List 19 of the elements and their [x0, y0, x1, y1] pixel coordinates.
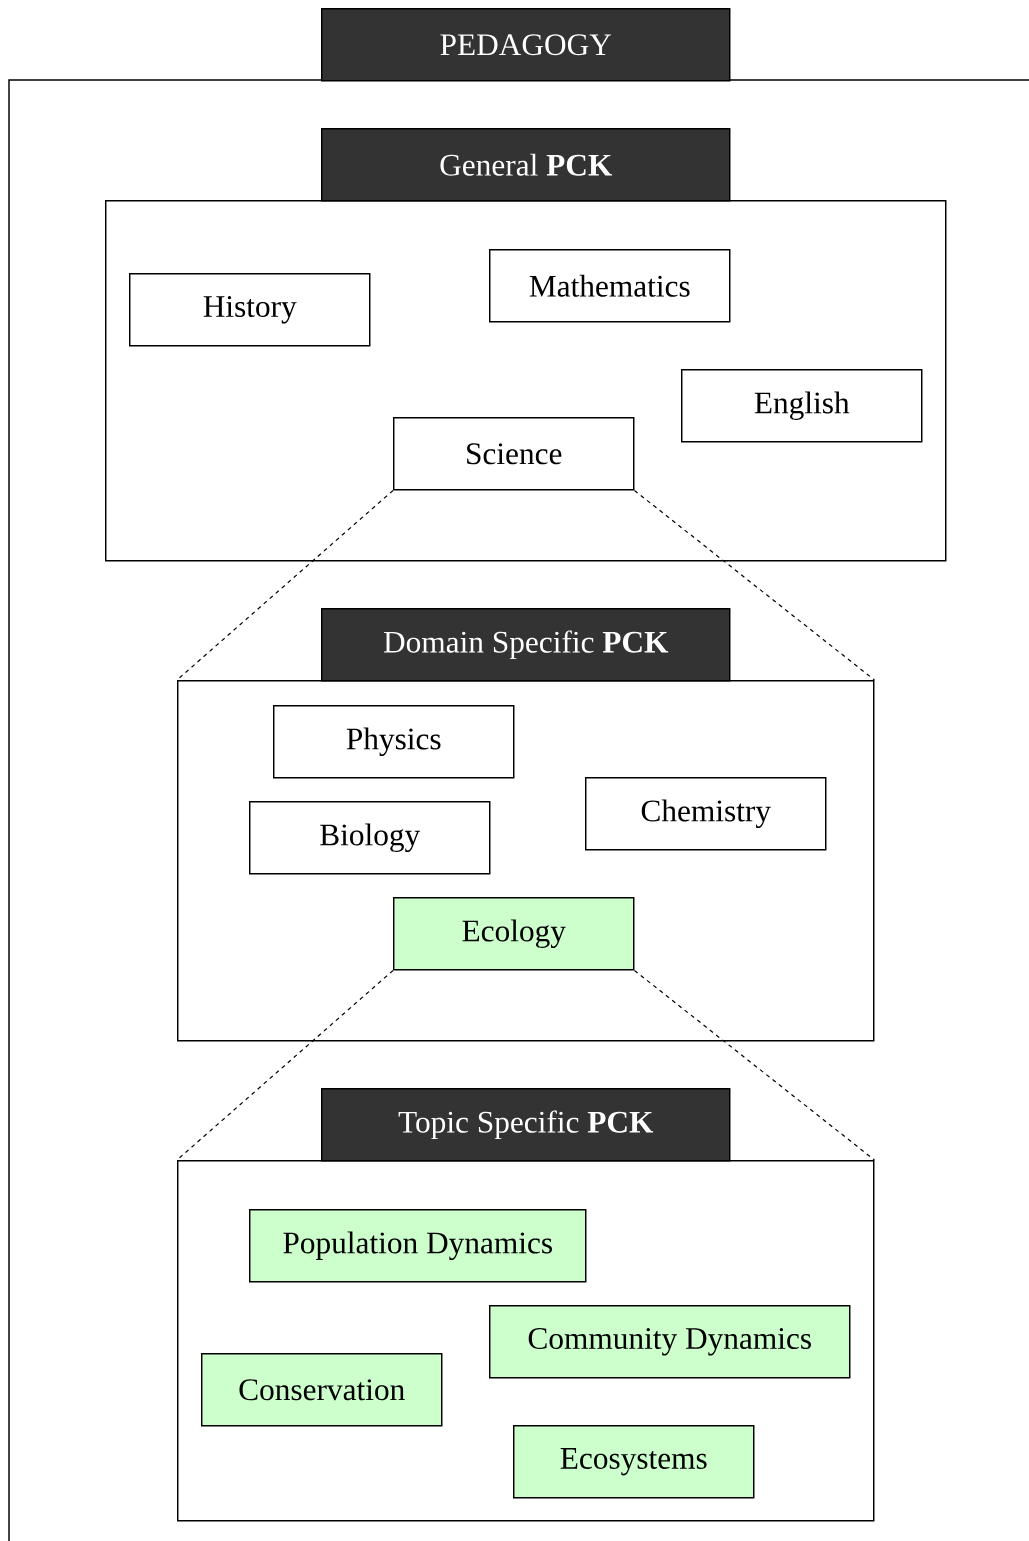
- dashed-connector: [176, 489, 394, 681]
- node-label: Domain Specific PCK: [383, 630, 669, 660]
- topic-box: English: [681, 369, 923, 443]
- topic-box: Conservation: [201, 1353, 443, 1427]
- topic-box: Community Dynamics: [489, 1305, 851, 1379]
- dashed-connector: [633, 969, 876, 1161]
- topic-box: Science: [393, 417, 635, 491]
- topic-box: Mathematics: [489, 249, 731, 323]
- topic-box: History: [129, 273, 371, 347]
- node-label: Topic Specific PCK: [398, 1110, 654, 1140]
- node-label: General PCK: [440, 153, 613, 176]
- topic-box: Biology: [249, 801, 491, 875]
- dashed-connector: [176, 969, 394, 1161]
- topic-box: Chemistry: [585, 777, 827, 851]
- topic-box: Ecology: [393, 897, 635, 971]
- topic-box: Physics: [273, 705, 515, 779]
- dashed-connector: [633, 489, 876, 681]
- topic-box: Ecosystems: [513, 1425, 755, 1499]
- topic-box: Population Dynamics: [249, 1209, 587, 1283]
